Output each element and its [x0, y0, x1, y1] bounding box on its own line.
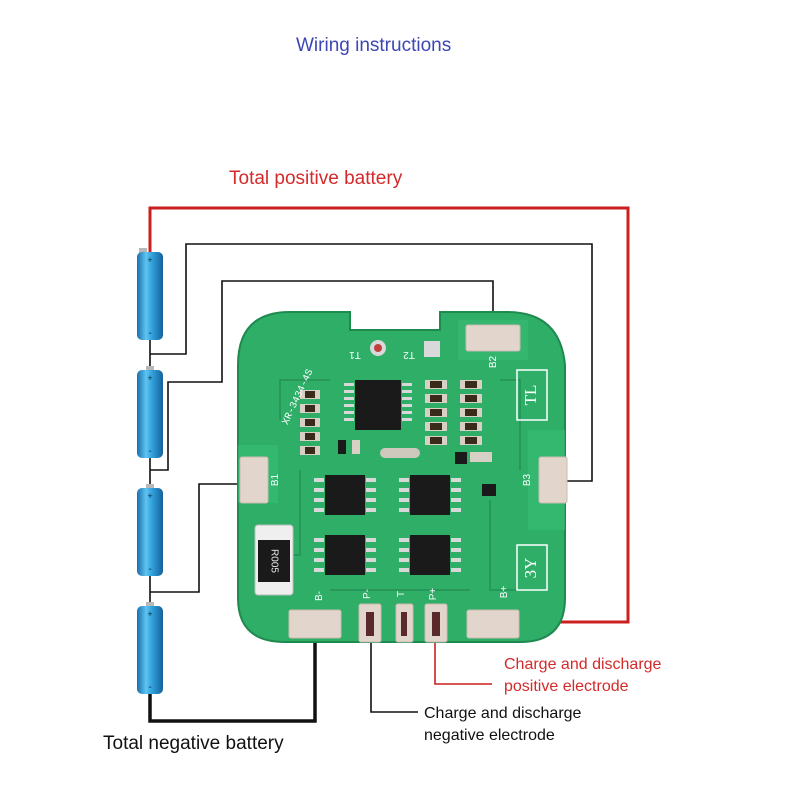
protection-ic [355, 380, 401, 430]
silk-b1: B1 [270, 473, 281, 486]
charge-negative-label-line1: Charge and discharge [424, 705, 582, 722]
tl-mark: TL [521, 385, 540, 406]
passives-left [300, 390, 320, 455]
3y-mark-box [516, 544, 548, 591]
battery-cell-2: + - [137, 366, 163, 458]
shunt-label: R005 [268, 549, 279, 573]
cell-1-minus: - [148, 328, 151, 339]
b2-wire [150, 280, 494, 471]
cell-4-plus: + [147, 609, 152, 619]
mosfet-4 [399, 535, 461, 575]
bms-board: R005 XR-3434-4S T1 T2 B2 B1 B3 B- B+ P- … [237, 311, 568, 643]
silk-bminus: B- [314, 591, 325, 601]
mosfet-3 [314, 535, 376, 575]
cell-3-plus: + [147, 491, 152, 501]
total-positive-wire [148, 206, 630, 624]
pad-b2 [465, 324, 521, 352]
charge-negative-label-line2: negative electrode [424, 727, 555, 744]
total-positive-label: Total positive battery [229, 168, 403, 189]
total-negative-wire [148, 630, 317, 723]
charge-positive-callout [434, 632, 492, 685]
mosfet-1 [314, 475, 376, 515]
pad-bplus [466, 609, 520, 639]
test-point-t2 [424, 341, 440, 357]
page-title: Wiring instructions [296, 35, 452, 56]
cell-2-plus: + [147, 373, 152, 383]
b3-wire [150, 243, 593, 482]
tl-mark-box [516, 369, 548, 421]
cell-4-minus: - [148, 682, 151, 693]
silk-t: T [396, 591, 407, 597]
silk-t1: T1 [349, 349, 361, 360]
silk-pminus: P- [362, 589, 373, 599]
pad-b1 [239, 456, 269, 504]
cell-1-plus: + [147, 255, 152, 265]
cell-3-minus: - [148, 564, 151, 575]
pad-bminus [288, 609, 342, 639]
charge-positive-label-line2: positive electrode [504, 678, 629, 695]
total-negative-label: Total negative battery [103, 733, 284, 754]
pad-b3 [538, 456, 568, 504]
silk-t2: T2 [403, 349, 415, 360]
battery-cell-1: + - [137, 248, 163, 340]
3y-mark: 3Y [521, 558, 540, 579]
silk-bplus: B+ [499, 586, 510, 599]
battery-cell-4: + - [137, 602, 163, 694]
cell-2-minus: - [148, 446, 151, 457]
shunt-resistor: R005 [254, 524, 294, 596]
charge-negative-callout [370, 632, 418, 713]
battery-cell-3: + - [137, 484, 163, 576]
silk-b2: B2 [488, 355, 499, 368]
silk-pplus: P+ [428, 588, 439, 601]
passives-right [425, 380, 482, 445]
mosfet-2 [399, 475, 461, 515]
b1-wire [150, 483, 245, 593]
charge-positive-label-line1: Charge and discharge [504, 656, 662, 673]
silk-b3: B3 [522, 473, 533, 486]
